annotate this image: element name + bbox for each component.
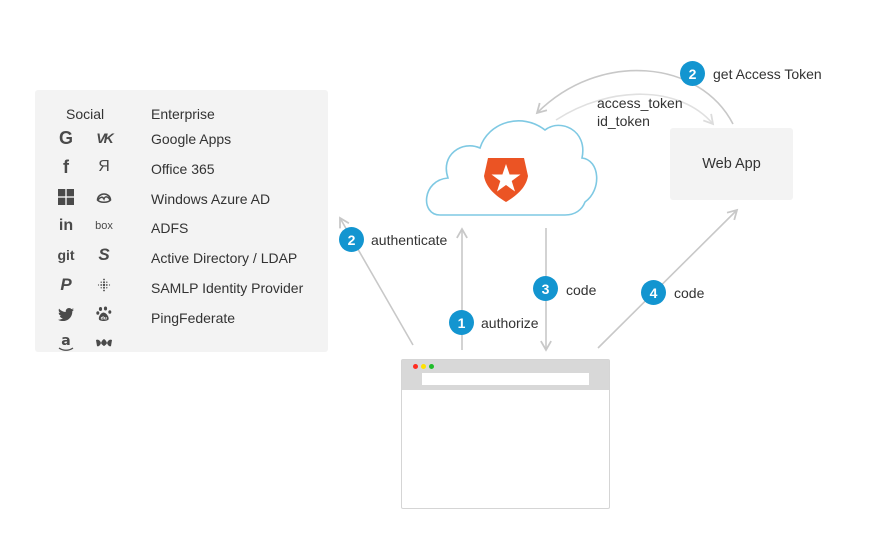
enterprise-item: Windows Azure AD bbox=[151, 191, 271, 207]
browser-toolbar bbox=[402, 360, 609, 390]
enterprise-item: PingFederate bbox=[151, 310, 236, 326]
step-badge-code-webapp: 4 bbox=[641, 280, 666, 305]
amazon-icon: a bbox=[55, 332, 77, 354]
github-icon: git bbox=[57, 247, 75, 263]
google-icon: G bbox=[58, 127, 73, 148]
auth0-shield-icon bbox=[484, 158, 528, 202]
renren-icon bbox=[93, 332, 115, 354]
fitbit-icon bbox=[93, 274, 115, 296]
enterprise-item: ADFS bbox=[151, 220, 189, 236]
id-token-label: id_token bbox=[597, 113, 650, 129]
maximize-dot-icon bbox=[429, 364, 434, 369]
enterprise-item: SAMLP Identity Provider bbox=[151, 280, 304, 296]
facebook-icon: f bbox=[63, 156, 69, 177]
enterprise-item: Active Directory / LDAP bbox=[151, 250, 298, 266]
twitter-icon bbox=[55, 303, 77, 325]
step-label-authorize: authorize bbox=[481, 315, 539, 331]
step-label-authenticate: authenticate bbox=[371, 232, 448, 248]
address-bar bbox=[422, 373, 589, 385]
close-dot-icon bbox=[413, 364, 418, 369]
linkedin-icon: in bbox=[58, 217, 74, 234]
enterprise-item: Office 365 bbox=[151, 161, 215, 177]
social-header: Social bbox=[66, 106, 105, 122]
svg-text:a: a bbox=[61, 333, 70, 349]
browser-window bbox=[401, 359, 610, 509]
step-label-code: code bbox=[566, 282, 597, 298]
step-badge-code: 3 bbox=[533, 276, 558, 301]
step-label-code-webapp: code bbox=[674, 285, 705, 301]
step-badge-get-access-token: 2 bbox=[680, 61, 705, 86]
baidu-icon: du bbox=[93, 303, 115, 325]
arrow-code-to-webapp bbox=[597, 208, 739, 349]
box-icon: box bbox=[95, 220, 113, 232]
basecamp-icon bbox=[93, 186, 115, 208]
windows-live-icon bbox=[55, 186, 77, 208]
arrow-tokens bbox=[555, 93, 715, 126]
step-label-get-access-token: get Access Token bbox=[713, 66, 822, 82]
identity-providers-panel: Social Enterprise G VK f Я in box git S … bbox=[35, 90, 328, 352]
enterprise-header: Enterprise bbox=[151, 106, 215, 122]
svg-text:du: du bbox=[101, 316, 107, 322]
arrow-get-access-token bbox=[535, 69, 734, 125]
web-app-label: Web App bbox=[702, 156, 761, 172]
shopify-icon: S bbox=[98, 245, 110, 264]
yandex-icon: Я bbox=[98, 158, 110, 175]
web-app-box: Web App bbox=[670, 128, 793, 200]
vk-icon: VK bbox=[96, 130, 113, 146]
minimize-dot-icon bbox=[421, 364, 426, 369]
access-token-label: access_token bbox=[597, 95, 683, 111]
step-badge-authorize: 1 bbox=[449, 310, 474, 335]
paypal-icon: P bbox=[60, 275, 72, 294]
step-badge-authenticate: 2 bbox=[339, 227, 364, 252]
enterprise-item: Google Apps bbox=[151, 131, 232, 147]
